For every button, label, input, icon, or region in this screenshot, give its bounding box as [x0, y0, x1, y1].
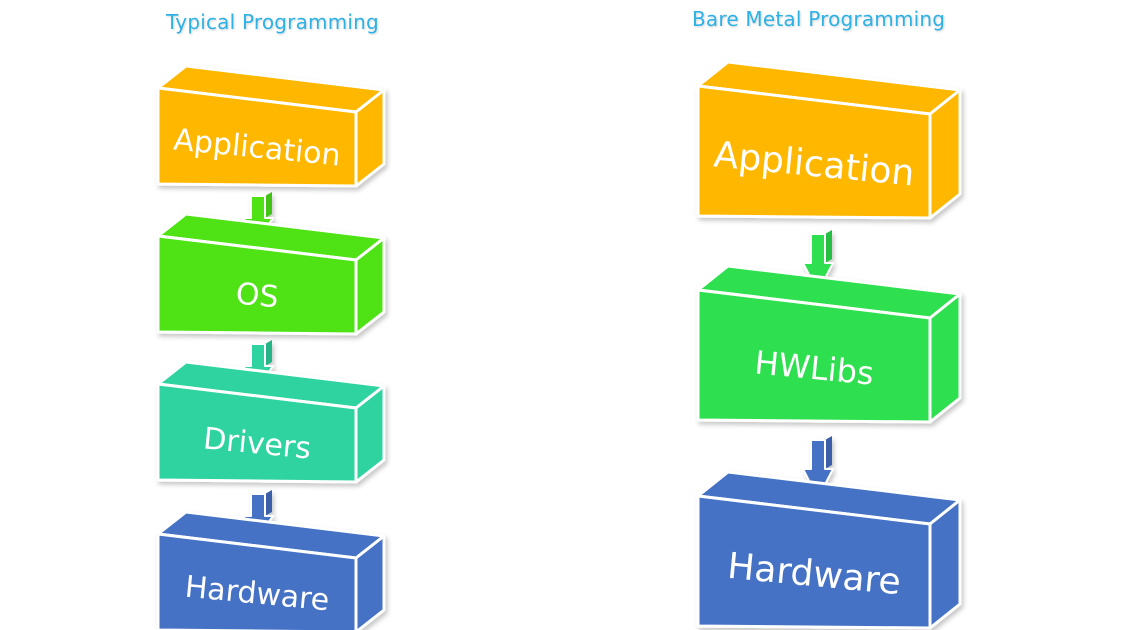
bare-metal-application-block: Application: [696, 60, 962, 220]
typical-os-block: OS: [156, 212, 386, 336]
bare-metal-application-block-side-face: [928, 88, 962, 220]
typical-hardware-block: Hardware: [156, 510, 386, 630]
typical-arrow-3-side: [265, 490, 272, 516]
typical-application-block-front-face: [156, 86, 358, 188]
typical-os-label: OS: [234, 277, 280, 316]
typical-os-block-front-face: [156, 234, 358, 336]
typical-programming-title: Typical Programming: [166, 10, 379, 34]
bare-metal-application-block-front-face: [696, 84, 932, 220]
typical-arrow-2-side: [265, 340, 272, 366]
typical-hardware-block-front-face: [156, 532, 358, 630]
bare-metal-programming-title: Bare Metal Programming: [692, 7, 946, 31]
typical-drivers-block-front-face: [156, 382, 358, 484]
bare-metal-arrow-2-side: [825, 436, 832, 469]
bare-metal-hardware-block: Hardware: [696, 470, 962, 630]
typical-arrow-1-side: [265, 192, 272, 218]
bare-metal-hwlibs-block-side-face: [928, 292, 962, 424]
bare-metal-hardware-block-side-face: [928, 498, 962, 630]
bare-metal-hwlibs-block-front-face: [696, 288, 932, 424]
bare-metal-hwlibs-block: HWLibs: [696, 264, 962, 424]
bare-metal-arrow-1-side: [825, 230, 832, 263]
bare-metal-hardware-block-front-face: [696, 494, 932, 630]
typical-drivers-block: Drivers: [156, 360, 386, 484]
typical-application-block: Application: [156, 64, 386, 188]
